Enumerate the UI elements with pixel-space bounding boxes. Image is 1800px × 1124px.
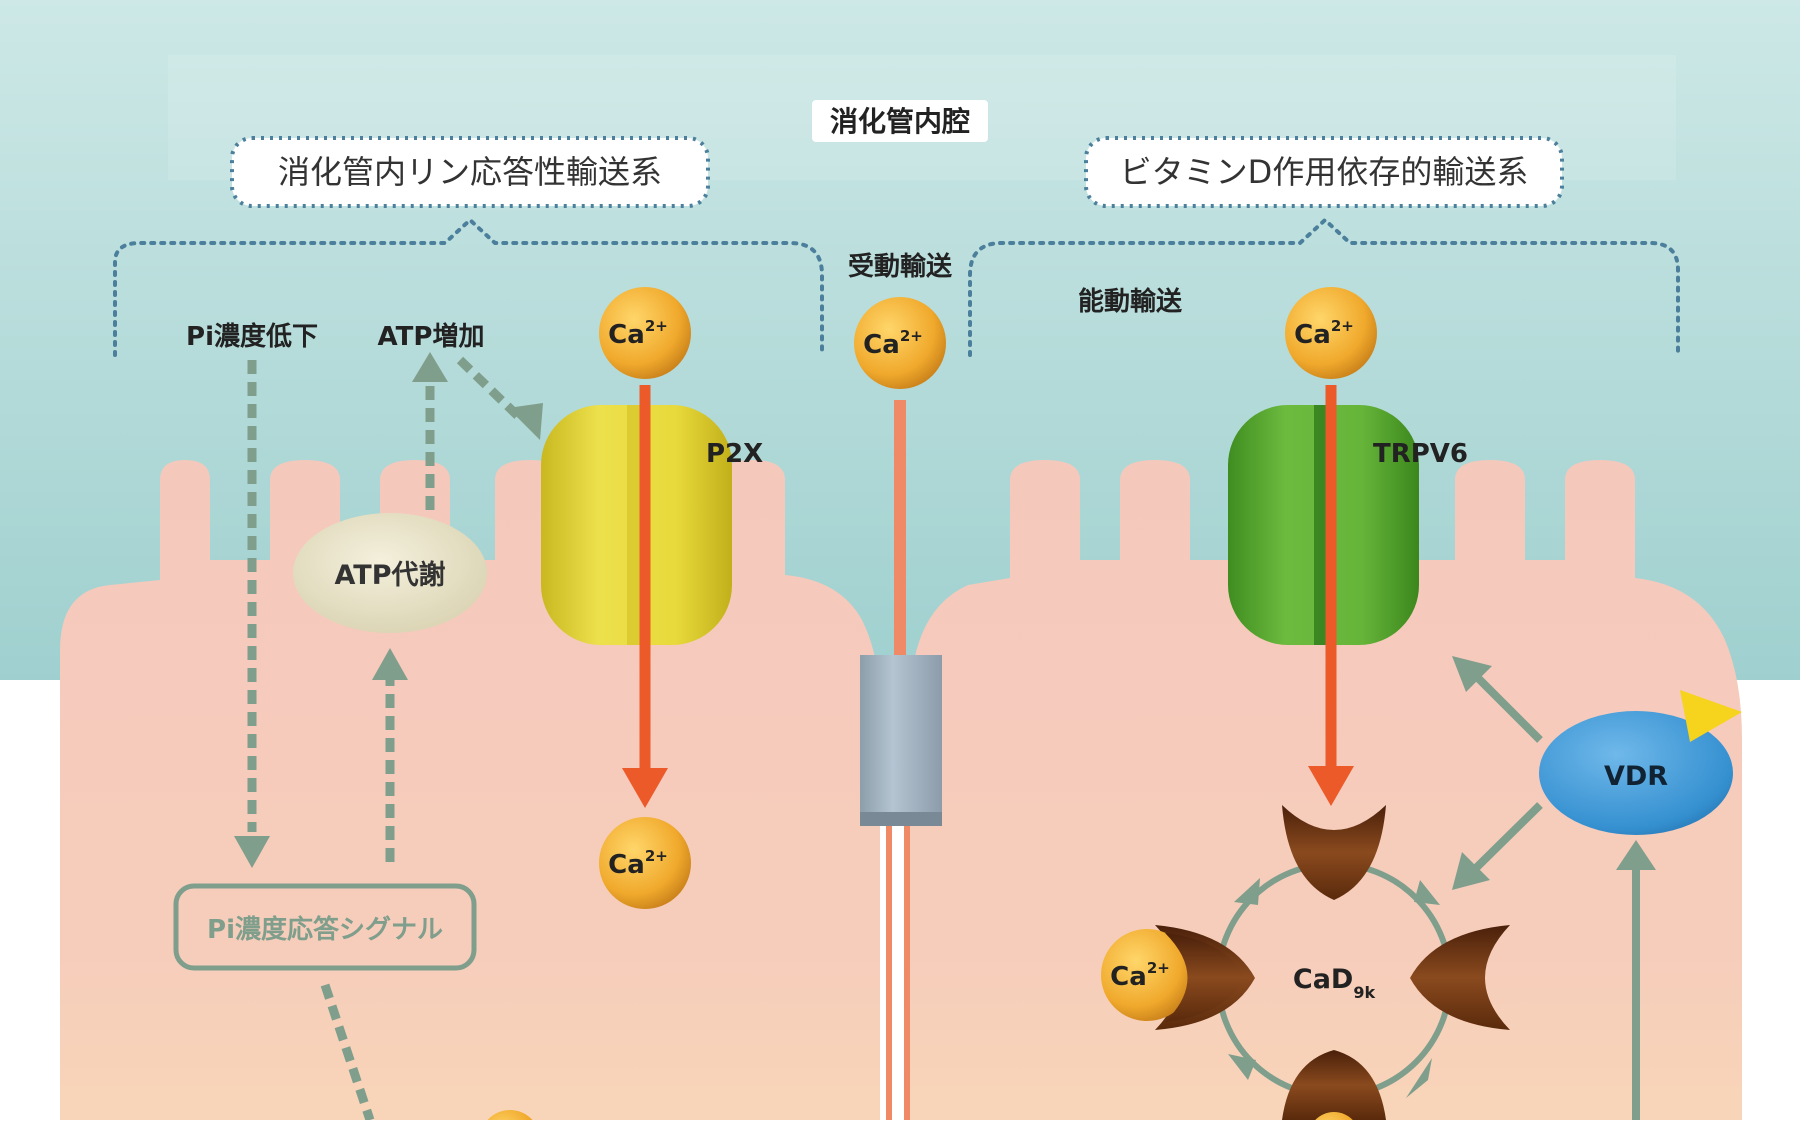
vdr-to-cad-head bbox=[1452, 852, 1490, 890]
calbindin-right bbox=[1410, 925, 1510, 1030]
ca-ion-label-sup: 2+ bbox=[1147, 959, 1170, 977]
calcium-ion-left-cell: Ca2+ bbox=[599, 817, 691, 909]
cad9k-label-sub: 9k bbox=[1353, 983, 1375, 1002]
lumen-title-box bbox=[812, 100, 988, 142]
passive-transport-label: 受動輸送 bbox=[848, 251, 952, 282]
ca-ion-label-base: Ca bbox=[1294, 320, 1331, 350]
vitamin-d-ligand bbox=[1680, 690, 1742, 742]
trpv6-label: TRPV6 bbox=[1373, 439, 1468, 469]
pi-arrow-head bbox=[234, 836, 270, 868]
lumen-title: 消化管内腔 bbox=[830, 105, 970, 138]
right-system-box: ビタミンD作用依存的輸送系 bbox=[1084, 136, 1564, 208]
pi-signal-label: Pi濃度応答シグナル bbox=[207, 914, 443, 945]
signal-down-arrow bbox=[320, 983, 375, 1122]
calcium-ion-passive: Ca2+ bbox=[854, 297, 946, 389]
ca-ion-label-base: Ca bbox=[863, 330, 900, 360]
right-system-label: ビタミンD作用依存的輸送系 bbox=[1120, 153, 1529, 191]
ca-ion-label-sup: 2+ bbox=[1331, 317, 1354, 335]
active-transport-label: 能動輸送 bbox=[1078, 286, 1182, 317]
pi-signal-box bbox=[173, 883, 477, 971]
p2x-channel bbox=[541, 405, 732, 645]
cycle-arrow-2 bbox=[1414, 880, 1440, 905]
vdr-receptor bbox=[1539, 711, 1733, 835]
ca-ion-label-base: Ca bbox=[1110, 962, 1147, 992]
calbindin-bottom bbox=[1282, 1050, 1386, 1120]
ca-ion-label-base: Ca bbox=[608, 850, 645, 880]
atp-metabolism-ellipse bbox=[293, 513, 487, 633]
signal-to-atp-head bbox=[372, 648, 408, 680]
calcium-ion-left-lumen: Ca2+ bbox=[599, 287, 691, 379]
vdr-label: VDR bbox=[1604, 761, 1668, 792]
ca-ion-label-sup: 2+ bbox=[645, 317, 668, 335]
atp-metabolism-label: ATP代謝 bbox=[334, 560, 445, 591]
vdr-to-trpv6-head bbox=[1452, 656, 1492, 692]
svg-text:Ca2+: Ca2+ bbox=[608, 317, 668, 350]
atp-up-arrow-head bbox=[412, 352, 448, 382]
ca-ion-label-base: Ca bbox=[608, 320, 645, 350]
calbindin-top bbox=[1282, 805, 1386, 900]
vdr-to-trpv6-arrow bbox=[1472, 672, 1543, 743]
ca-ion-label-sup: 2+ bbox=[900, 327, 923, 345]
left-system-box: 消化管内リン応答性輸送系 bbox=[230, 136, 710, 208]
calcium-ion-bound-cad: Ca2+ bbox=[1101, 929, 1193, 1021]
svg-text:Ca2+: Ca2+ bbox=[863, 327, 923, 360]
cycle-arrow-3 bbox=[1406, 1058, 1432, 1098]
p2x-influx-arrow bbox=[622, 385, 668, 808]
cad9k-label: CaD9k bbox=[1293, 964, 1376, 1002]
atp-to-p2x-head bbox=[508, 403, 543, 440]
tight-junction bbox=[860, 655, 942, 826]
trpv6-influx-arrow bbox=[1308, 385, 1354, 806]
vdr-arrows bbox=[1471, 672, 1640, 1120]
svg-text:Ca2+: Ca2+ bbox=[1110, 959, 1170, 992]
atp-increase-label: ATP増加 bbox=[378, 322, 485, 352]
cycle-arrow-1 bbox=[1234, 878, 1260, 905]
calcium-ion-right-lumen: Ca2+ bbox=[1285, 287, 1377, 379]
p2x-label: P2X bbox=[706, 439, 763, 469]
svg-text:Ca2+: Ca2+ bbox=[608, 847, 668, 880]
vdr-up-head bbox=[1616, 840, 1656, 870]
left-system-label: 消化管内リン応答性輸送系 bbox=[278, 153, 662, 191]
calbindin-left-tip bbox=[1165, 933, 1245, 1022]
cad9k-label-base: CaD bbox=[1293, 964, 1353, 995]
cycle-arrow-4 bbox=[1228, 1054, 1256, 1080]
pi-decrease-label: Pi濃度低下 bbox=[186, 321, 318, 352]
vdr-to-cad-arrow bbox=[1471, 802, 1543, 873]
svg-text:Ca2+: Ca2+ bbox=[1294, 317, 1354, 350]
right-dotted-brace bbox=[968, 217, 1680, 357]
ca-ion-label-sup: 2+ bbox=[645, 847, 668, 865]
left-dotted-brace bbox=[113, 217, 824, 357]
